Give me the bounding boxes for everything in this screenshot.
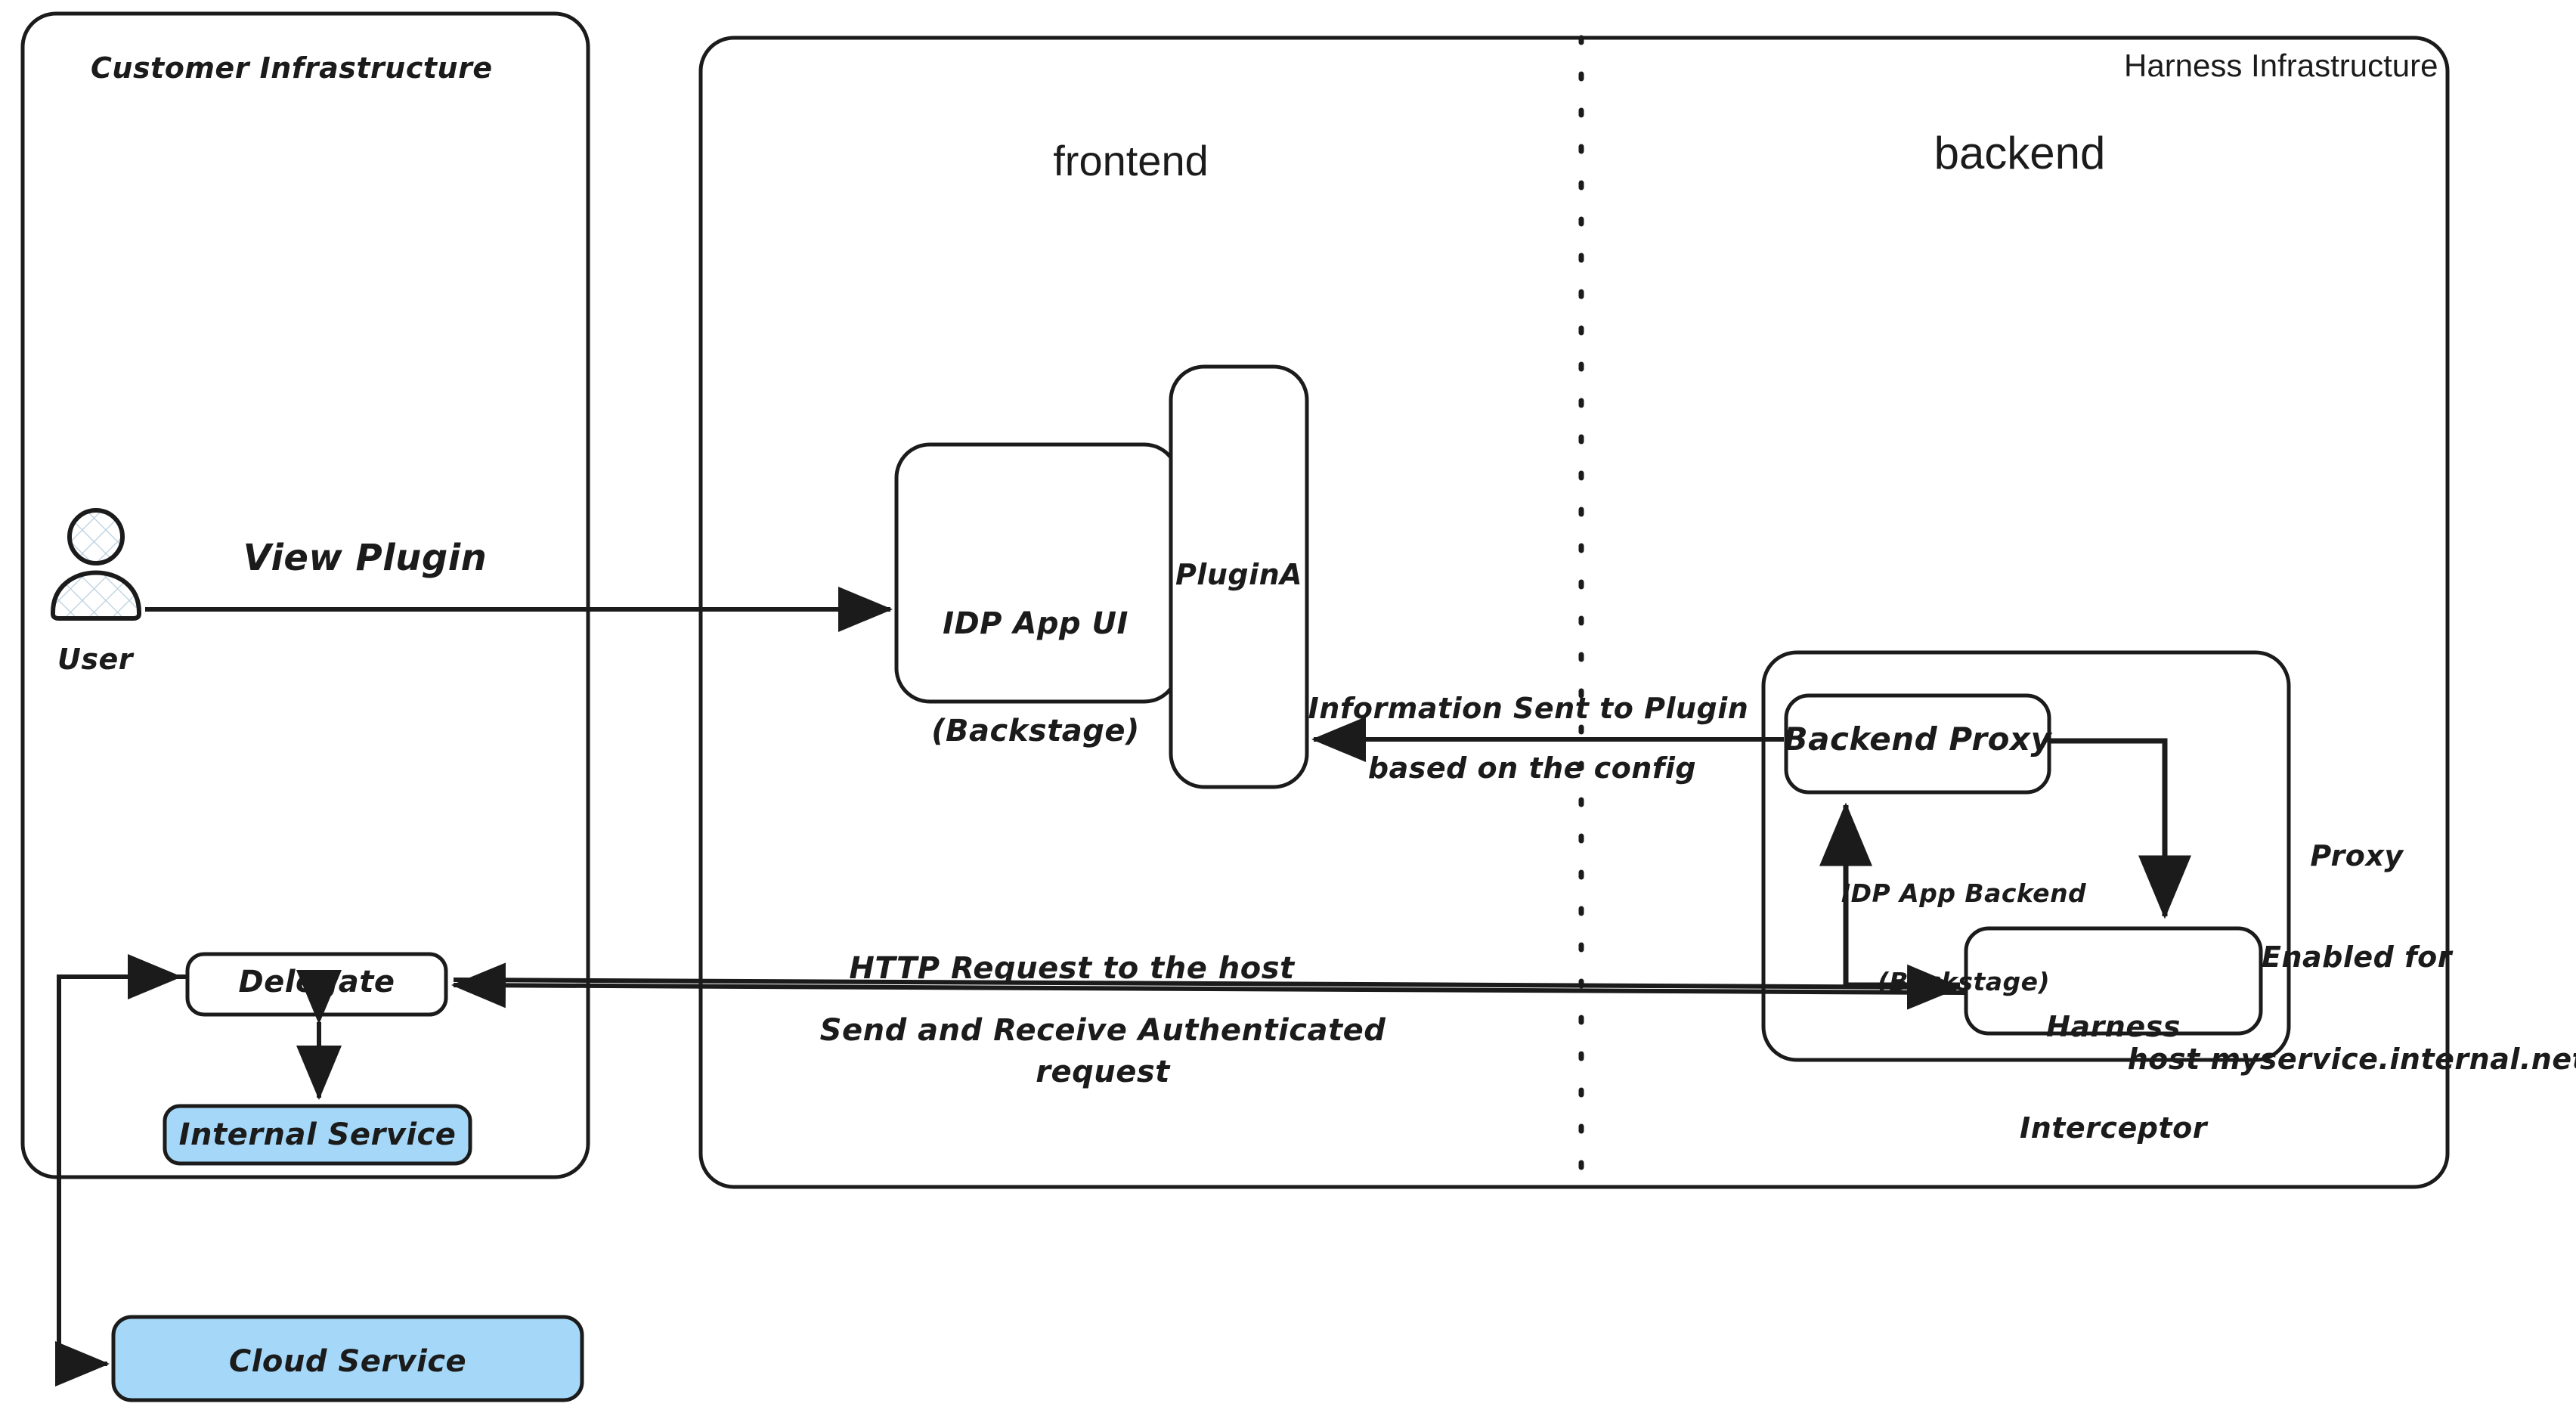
backend-proxy-label: Backend Proxy [1783, 720, 2052, 758]
edge-label-view-plugin: View Plugin [243, 537, 488, 579]
annotation-proxy-enabled-line3: host myservice.internal.net [2127, 1042, 2576, 1076]
edge-label-http-request-line3: request [1036, 1055, 1170, 1089]
cloud-service-node[interactable] [111, 1315, 584, 1402]
harness-infrastructure-label: Harness Infrastructure [2124, 48, 2438, 83]
harness-infrastructure-container [698, 36, 2450, 1189]
edge-label-http-request-line1: HTTP Request to the host [849, 951, 1295, 986]
harness-interceptor-label-line1: Harness [2046, 1009, 2181, 1043]
edge-delegate-to-cloud-service [55, 974, 187, 1387]
delegate-label: Delegate [238, 965, 395, 999]
zone-label-frontend: frontend [1053, 137, 1209, 184]
zone-label-backend: backend [1934, 128, 2106, 178]
harness-interceptor-label: Harness Interceptor [2020, 942, 2207, 1179]
internal-service-node[interactable] [163, 1104, 472, 1166]
idp-app-backend-label-line1: IDP App Backend [1841, 878, 2087, 908]
idp-app-ui-label-line1: IDP App UI [943, 606, 1129, 642]
idp-app-ui-label-line2: (Backstage) [931, 713, 1140, 748]
edge-label-http-request-line2: Send and Receive Authenticated [819, 1013, 1386, 1048]
edge-harness-interceptor-to-delegate [451, 962, 1966, 1009]
customer-infrastructure-container [20, 11, 590, 1179]
annotation-proxy-enabled-line2: Enabled for [2262, 940, 2452, 974]
idp-app-backend-label: IDP App Backend (Backstage) [1841, 820, 2086, 1027]
idp-app-backend-label-line2: (Backstage) [1877, 966, 2051, 996]
edge-label-info-sent-line1: Information Sent to Plugin [1308, 692, 1749, 725]
edge-backend-proxy-to-harness-interceptor [2049, 738, 2191, 919]
plugin-a-label: PluginA [1175, 558, 1303, 591]
cloud-service-label: Cloud Service [228, 1344, 467, 1379]
harness-interceptor-label-line2: Interceptor [2020, 1111, 2207, 1145]
internal-service-label: Internal Service [178, 1117, 457, 1152]
user-label: User [57, 643, 133, 676]
harness-interceptor-node[interactable] [1964, 926, 2263, 1036]
idp-app-backend-container [1761, 650, 2291, 1062]
user-icon [51, 508, 141, 621]
plugin-a-node[interactable] [1169, 364, 1309, 789]
annotation-proxy-enabled: Proxy Enabled for host myservice.interna… [2128, 771, 2576, 1110]
backend-proxy-node[interactable] [1784, 693, 2051, 795]
annotation-proxy-enabled-line1: Proxy [2310, 838, 2404, 872]
customer-infrastructure-label: Customer Infrastructure [91, 51, 493, 85]
idp-app-ui-label: IDP App UI (Backstage) [931, 535, 1140, 785]
edge-delegate-to-harness-interceptor [453, 964, 1961, 1010]
edge-label-info-sent-line2: based on the config [1367, 751, 1697, 785]
